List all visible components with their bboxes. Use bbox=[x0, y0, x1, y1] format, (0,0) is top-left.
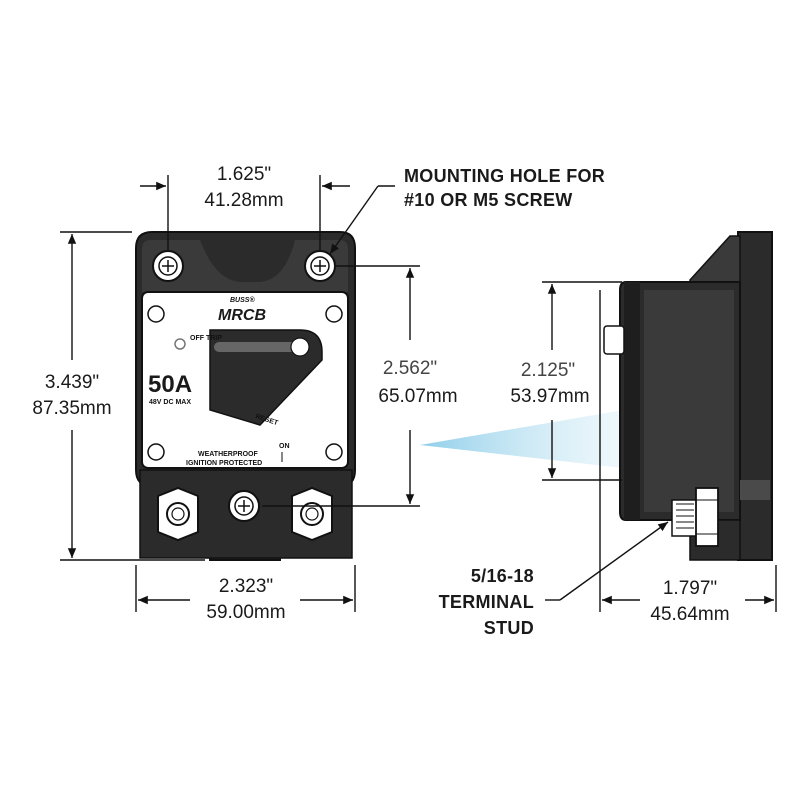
side-view bbox=[603, 231, 773, 561]
mounting-hole-top-left bbox=[152, 250, 184, 282]
top-width-in: 1.625" bbox=[217, 164, 271, 185]
hole-spacing-in: 2.562" bbox=[383, 358, 437, 379]
overall-height-in: 3.439" bbox=[45, 372, 99, 393]
mounting-hole-callout-1: MOUNTING HOLE FOR bbox=[404, 166, 605, 186]
mounting-hole-bottom bbox=[228, 490, 260, 522]
side-height-in: 2.125" bbox=[521, 360, 575, 381]
overall-height-mm: 87.35mm bbox=[32, 398, 111, 419]
rating-label: 50A bbox=[148, 371, 192, 398]
voltage-label: 48V DC MAX bbox=[149, 399, 191, 406]
brand-label: BUSS® bbox=[230, 296, 255, 304]
side-depth-mm: 45.64mm bbox=[650, 604, 729, 625]
terminal-callout-1: 5/16-18 bbox=[471, 566, 534, 586]
bottom-width-in: 2.323" bbox=[219, 576, 273, 597]
top-width-mm: 41.28mm bbox=[204, 190, 283, 211]
side-depth-in: 1.797" bbox=[663, 578, 717, 599]
mounting-hole-callout-2: #10 OR M5 SCREW bbox=[404, 190, 573, 210]
off-trip-label: OFF TRIP bbox=[190, 335, 222, 342]
terminal-callout-3: STUD bbox=[484, 618, 534, 638]
front-dimensions bbox=[60, 175, 420, 612]
bottom-width-mm: 59.00mm bbox=[206, 602, 285, 623]
terminal-left bbox=[157, 486, 199, 542]
terminal-stud-side bbox=[671, 487, 719, 547]
env-label-2: IGNITION PROTECTED bbox=[186, 460, 262, 467]
highlight-beam bbox=[420, 408, 640, 470]
hole-spacing-mm: 65.07mm bbox=[378, 386, 457, 407]
side-dimensions bbox=[542, 281, 777, 612]
env-label-1: WEATHERPROOF bbox=[198, 451, 258, 458]
model-label: MRCB bbox=[218, 307, 266, 324]
terminal-right bbox=[291, 486, 333, 542]
side-height-mm: 53.97mm bbox=[510, 386, 589, 407]
mounting-hole-top-right bbox=[304, 250, 336, 282]
front-view: BUSS® MRCB OFF TRIP 50A 48V DC MAX RESET… bbox=[135, 231, 356, 561]
on-label: ON bbox=[279, 443, 290, 450]
terminal-callout-2: TERMINAL bbox=[439, 592, 534, 612]
